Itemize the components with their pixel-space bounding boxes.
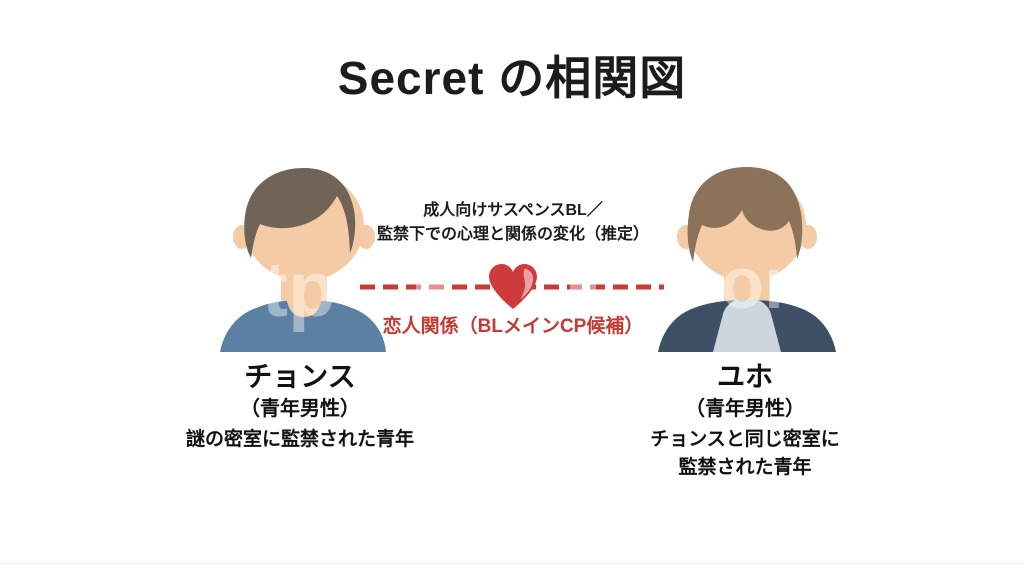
description-line: チョンスと同じ密室に [650,429,840,450]
avatar-chonsu [220,168,386,352]
description-line: 謎の密室に監禁された青年 [185,429,414,450]
description-line: 監禁された青年 [678,457,812,478]
relationship-connector [360,264,664,309]
heart-icon [489,264,537,309]
relationship-label: 恋人関係（BLメインCP候補） [382,316,644,337]
character-attribute: （青年男性） [240,398,360,420]
relationship-annotation: 成人向けサスペンスBL／ 監禁下での心理と関係の変化（推定） [333,199,693,247]
heart-highlight [520,268,534,300]
character-name: チョンス [244,361,356,392]
annotation-line-2: 監禁下での心理と関係の変化（推定） [376,226,649,243]
annotation-line-1: 成人向けサスペンスBL／ [423,202,603,219]
image-edge-line [0,563,1024,564]
watermark-patch [570,283,596,292]
avatar-yuho [658,167,836,352]
hair-shape [687,167,803,262]
neck-shape [726,252,768,300]
character-name: ユホ [716,361,773,392]
character-description: チョンスと同じ密室に 監禁された青年 [585,426,905,482]
character-card-chonsu: チョンス （青年男性） 謎の密室に監禁された青年 [140,360,460,454]
character-card-yuho: ユホ （青年男性） チョンスと同じ密室に 監禁された青年 [585,360,905,482]
character-description: 謎の密室に監禁された青年 [140,426,460,454]
character-attribute: （青年男性） [685,398,805,420]
hair-shape [244,168,356,258]
watermark-patch [416,283,446,292]
shirt-shape [220,301,386,352]
page-title: Secret の相関図 [337,52,687,104]
inner-shirt-shape [713,298,781,352]
